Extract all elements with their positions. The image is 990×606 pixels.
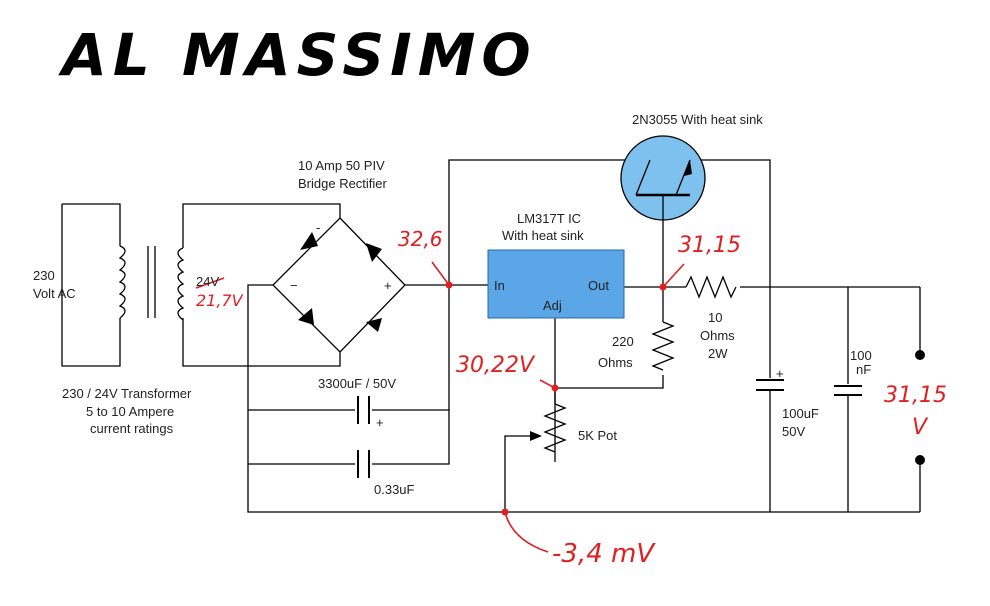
bridge-minus-label: − — [290, 278, 298, 293]
resistor-220-label-1: 220 — [612, 334, 634, 349]
rectifier-label-1: 10 Amp 50 PIV — [298, 158, 385, 173]
pointer-ground — [504, 511, 549, 553]
resistor-10-label-2: Ohms — [700, 328, 735, 343]
capacitor-100nf — [834, 385, 862, 396]
measurement-rectifier: 32,6 — [398, 227, 443, 251]
capacitor-0-33uf — [357, 450, 370, 478]
capacitor-100uf-label-1: 100uF — [782, 406, 819, 421]
output-terminal-negative — [915, 455, 925, 465]
capacitor-3300uf — [357, 396, 370, 424]
secondary-coil — [177, 247, 185, 321]
page-title: AL MASSIMO — [58, 21, 537, 89]
capacitor-100nf-label-2: nF — [856, 362, 871, 377]
transformer-label-2: 5 to 10 Ampere — [86, 404, 174, 419]
pointer-regulator — [662, 263, 685, 288]
bridge-plus-label: + — [384, 278, 392, 293]
capacitor-small-label: 0.33uF — [374, 482, 415, 497]
regulator-label-2: With heat sink — [502, 228, 584, 243]
transformer — [118, 245, 185, 321]
secondary-voltage-label: 24V — [196, 274, 219, 289]
measurement-transformer: 21,7V — [196, 291, 244, 310]
resistor-10-label-1: 10 — [708, 310, 722, 325]
transformer-label-1: 230 / 24V Transformer — [62, 386, 192, 401]
bridge-rectifier: - − + — [272, 217, 406, 353]
diode-4 — [366, 318, 382, 332]
diode-2 — [366, 243, 382, 262]
diode-1 — [300, 232, 318, 250]
capacitor-100uf-plus: + — [776, 366, 784, 381]
rectifier-label-2: Bridge Rectifier — [298, 176, 388, 191]
regulator-label-1: LM317T IC — [517, 211, 581, 226]
resistor-10-label-3: 2W — [708, 346, 728, 361]
strike-24v — [195, 277, 225, 289]
transistor-2n3055 — [620, 135, 706, 221]
capacitor-main-label: 3300uF / 50V — [318, 376, 396, 391]
mains-label-2: Volt AC — [33, 286, 76, 301]
pot-wiper-arrow — [530, 431, 542, 441]
diode-3 — [298, 308, 314, 325]
pointer-adj — [539, 379, 556, 389]
transistor-label: 2N3055 With heat sink — [632, 112, 763, 127]
mains-label-1: 230 — [33, 268, 55, 283]
measurement-regulator: 31,15 — [678, 233, 741, 258]
potentiometer-5k — [543, 403, 567, 453]
wires — [61, 159, 921, 513]
lm317-regulator — [487, 249, 625, 319]
pointer-rectifier — [431, 261, 450, 286]
primary-coil — [118, 245, 126, 319]
regulator-in-pin: In — [494, 278, 505, 293]
bridge-minus-top: - — [316, 220, 320, 235]
capacitor-100nf-label-1: 100 — [850, 348, 872, 363]
regulator-adj-pin: Adj — [543, 298, 562, 313]
transformer-label-3: current ratings — [90, 421, 174, 436]
output-terminal-positive — [915, 350, 925, 360]
measurement-ground: -3,4 mV — [552, 539, 656, 569]
pot-label: 5K Pot — [578, 428, 617, 443]
capacitor-main-plus: + — [376, 415, 384, 430]
measurement-adj: 30,22V — [456, 353, 536, 378]
measurement-output: 31,15 — [884, 383, 947, 408]
capacitor-100uf — [756, 379, 784, 391]
resistor-220-label-2: Ohms — [598, 355, 633, 370]
measurement-output-unit: V — [912, 415, 929, 440]
resistor-10-ohm — [685, 275, 737, 299]
regulator-out-pin: Out — [588, 278, 609, 293]
resistor-220-ohm — [651, 321, 675, 371]
capacitor-100uf-label-2: 50V — [782, 424, 805, 439]
